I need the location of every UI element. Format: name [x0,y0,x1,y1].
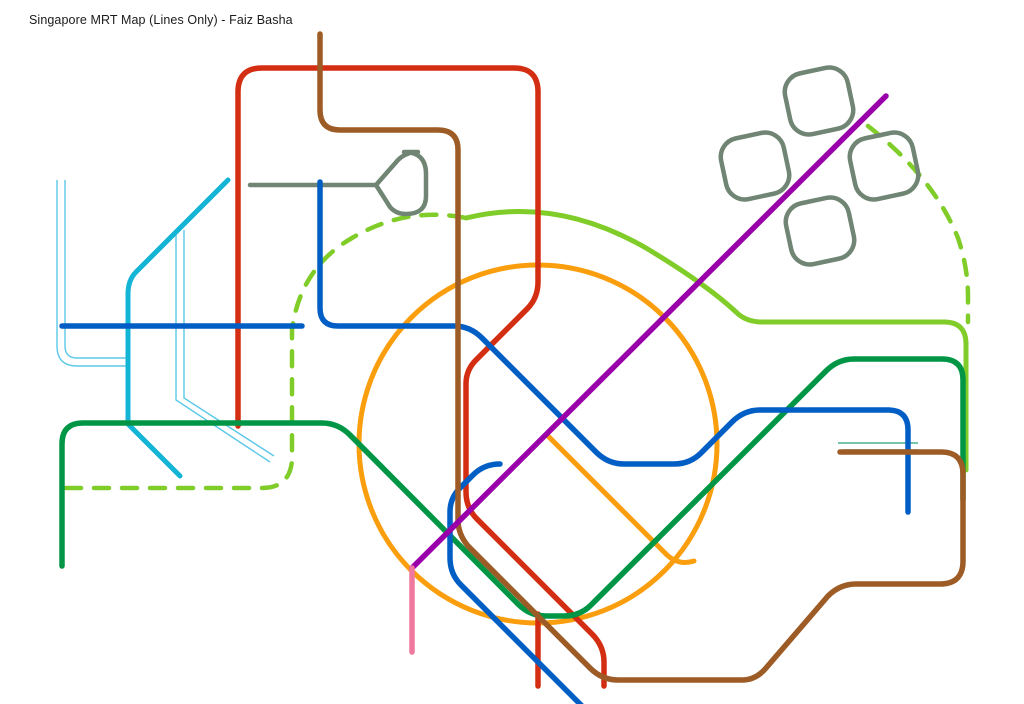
changi-airport-terminal-blocks [718,65,921,267]
lrt-thin-double-lines [56,180,275,463]
line-circle-marina-branch [545,433,697,565]
lrt-thin-east-inner [183,230,275,457]
line-north-east [409,93,889,571]
lrt-thin-east-outer [175,230,271,463]
terminal-block-3 [847,130,921,202]
line-jurong-region-solid [463,208,969,473]
line-east-west-main [59,356,966,619]
line-lrt-cyan-main [125,177,231,479]
terminal-block-2 [718,130,792,202]
line-jurong-region-dashed-east [865,123,971,325]
line-downtown-main [317,179,911,515]
lrt-thin-west-inner [64,180,130,359]
page-title: Singapore MRT Map (Lines Only) - Faiz Ba… [29,13,293,27]
line-bukit-panjang-lrt-loop [373,149,429,217]
line-downtown-east-loop [447,461,584,704]
lrt-thin-west-outer [56,180,130,367]
line-thomson-east-coast [317,31,966,683]
terminal-block-4 [783,195,857,267]
terminal-block-1 [782,65,856,137]
